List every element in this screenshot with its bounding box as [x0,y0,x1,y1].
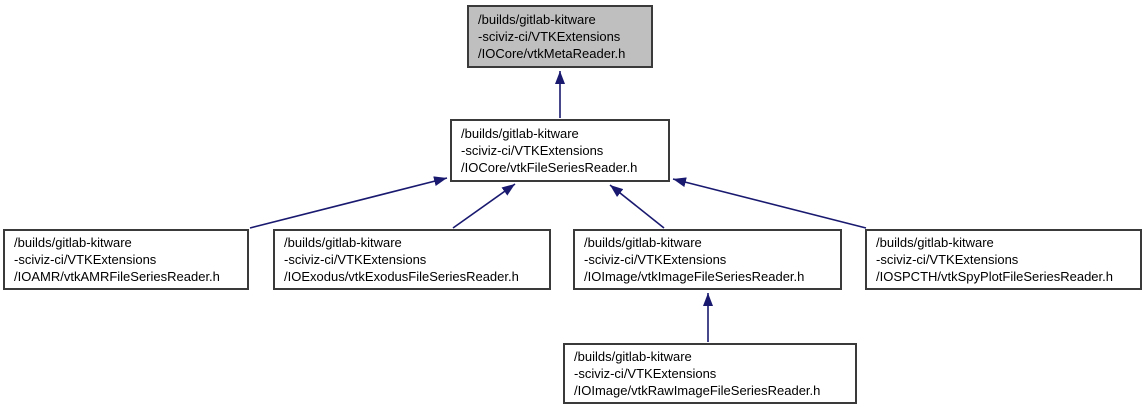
node-label-line: /builds/gitlab-kitware [574,349,692,364]
node-label-line: -sciviz-ci/VTKExtensions [461,143,604,158]
graph-node-vtkamrfileseriesreader-h[interactable]: /builds/gitlab-kitware -sciviz-ci/VTKExt… [3,229,249,290]
node-label-line: /IOImage/vtkImageFileSeriesReader.h [584,269,805,284]
node-label-line: /IOImage/vtkRawImageFileSeriesReader.h [574,383,821,398]
node-label-line: -sciviz-ci/VTKExtensions [876,252,1019,267]
node-label-line: -sciviz-ci/VTKExtensions [14,252,157,267]
node-label-line: /IOCore/vtkFileSeriesReader.h [461,160,638,175]
node-label-line: -sciviz-ci/VTKExtensions [584,252,727,267]
graph-node-vtkimagefileseriesreader-h[interactable]: /builds/gitlab-kitware -sciviz-ci/VTKExt… [573,229,842,290]
node-label-line: -sciviz-ci/VTKExtensions [284,252,427,267]
node-label-line: /builds/gitlab-kitware [14,235,132,250]
node-label-line: -sciviz-ci/VTKExtensions [574,366,717,381]
node-label-line: -sciviz-ci/VTKExtensions [478,29,621,44]
graph-node-vtkexodusfileseriesreader-h[interactable]: /builds/gitlab-kitware -sciviz-ci/VTKExt… [273,229,551,290]
node-label-line: /builds/gitlab-kitware [876,235,994,250]
node-label-line: /IOCore/vtkMetaReader.h [478,46,626,61]
node-label-line: /builds/gitlab-kitware [584,235,702,250]
edge-exodus-to-fileseries [452,183,516,229]
edge-image-to-fileseries [609,184,665,229]
graph-node-vtkfileseriesreader-h[interactable]: /builds/gitlab-kitware -sciviz-ci/VTKExt… [450,119,670,182]
node-label-line: /IOSPCTH/vtkSpyPlotFileSeriesReader.h [876,269,1113,284]
graph-node-vtkspyplotfileseriesreader-h[interactable]: /builds/gitlab-kitware -sciviz-ci/VTKExt… [865,229,1142,290]
graph-node-vtkmetareader-h: /builds/gitlab-kitware -sciviz-ci/VTKExt… [467,5,653,68]
edge-amr-to-fileseries [249,176,448,229]
node-label-line: /builds/gitlab-kitware [461,126,579,141]
node-label-line: /builds/gitlab-kitware [284,235,402,250]
edge-spcth-to-fileseries [672,177,867,229]
node-label-line: /IOAMR/vtkAMRFileSeriesReader.h [14,269,220,284]
node-label-line: /builds/gitlab-kitware [478,12,596,27]
node-label-line: /IOExodus/vtkExodusFileSeriesReader.h [284,269,519,284]
graph-node-vtkrawimagefileseriesreader-h[interactable]: /builds/gitlab-kitware -sciviz-ci/VTKExt… [563,343,857,404]
